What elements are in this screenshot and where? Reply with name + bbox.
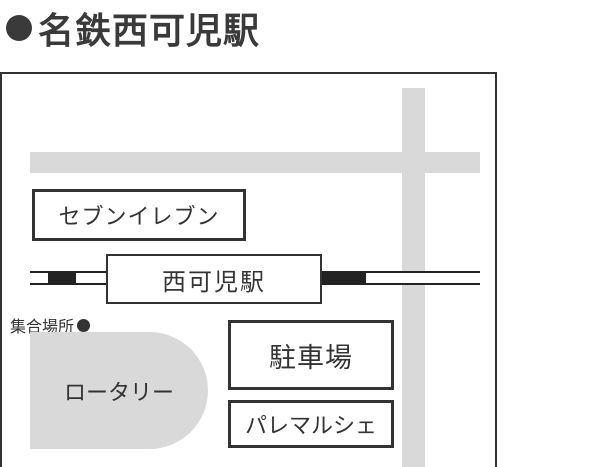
seven-eleven-label: セブンイレブン <box>58 205 220 230</box>
bullet-dot-icon <box>6 15 32 41</box>
rail-segment <box>318 273 366 283</box>
rail-segment <box>404 273 480 283</box>
page-title-text: 名鉄西可児駅 <box>38 11 261 52</box>
rail-segment <box>30 273 48 283</box>
station-building: 西可児駅 <box>106 254 322 304</box>
access-map: セブンイレブン 西可児駅 集合場所 ロータリー 駐車場 パレマルシェ <box>0 72 497 467</box>
horizontal-road <box>30 152 480 173</box>
railway-left <box>30 271 110 285</box>
station-label: 西可児駅 <box>162 267 266 296</box>
seven-eleven-store: セブンイレブン <box>32 189 246 241</box>
palais-marche-store: パレマルシェ <box>228 400 394 448</box>
railway-right <box>318 271 480 285</box>
rotary-label: ロータリー <box>63 380 174 406</box>
page-title: 名鉄西可児駅 <box>6 0 260 56</box>
parking-lot: 駐車場 <box>228 320 394 390</box>
rail-segment <box>366 273 404 283</box>
parking-label: 駐車場 <box>269 342 353 374</box>
rail-segment <box>76 273 110 283</box>
meeting-point-marker: 集合場所 <box>10 313 91 337</box>
rotary-area: ロータリー <box>30 332 208 449</box>
meeting-point-label: 集合場所 <box>10 317 75 336</box>
palais-marche-label: パレマルシェ <box>244 414 377 439</box>
meeting-point-dot-icon <box>77 318 91 332</box>
rail-segment <box>48 273 76 283</box>
